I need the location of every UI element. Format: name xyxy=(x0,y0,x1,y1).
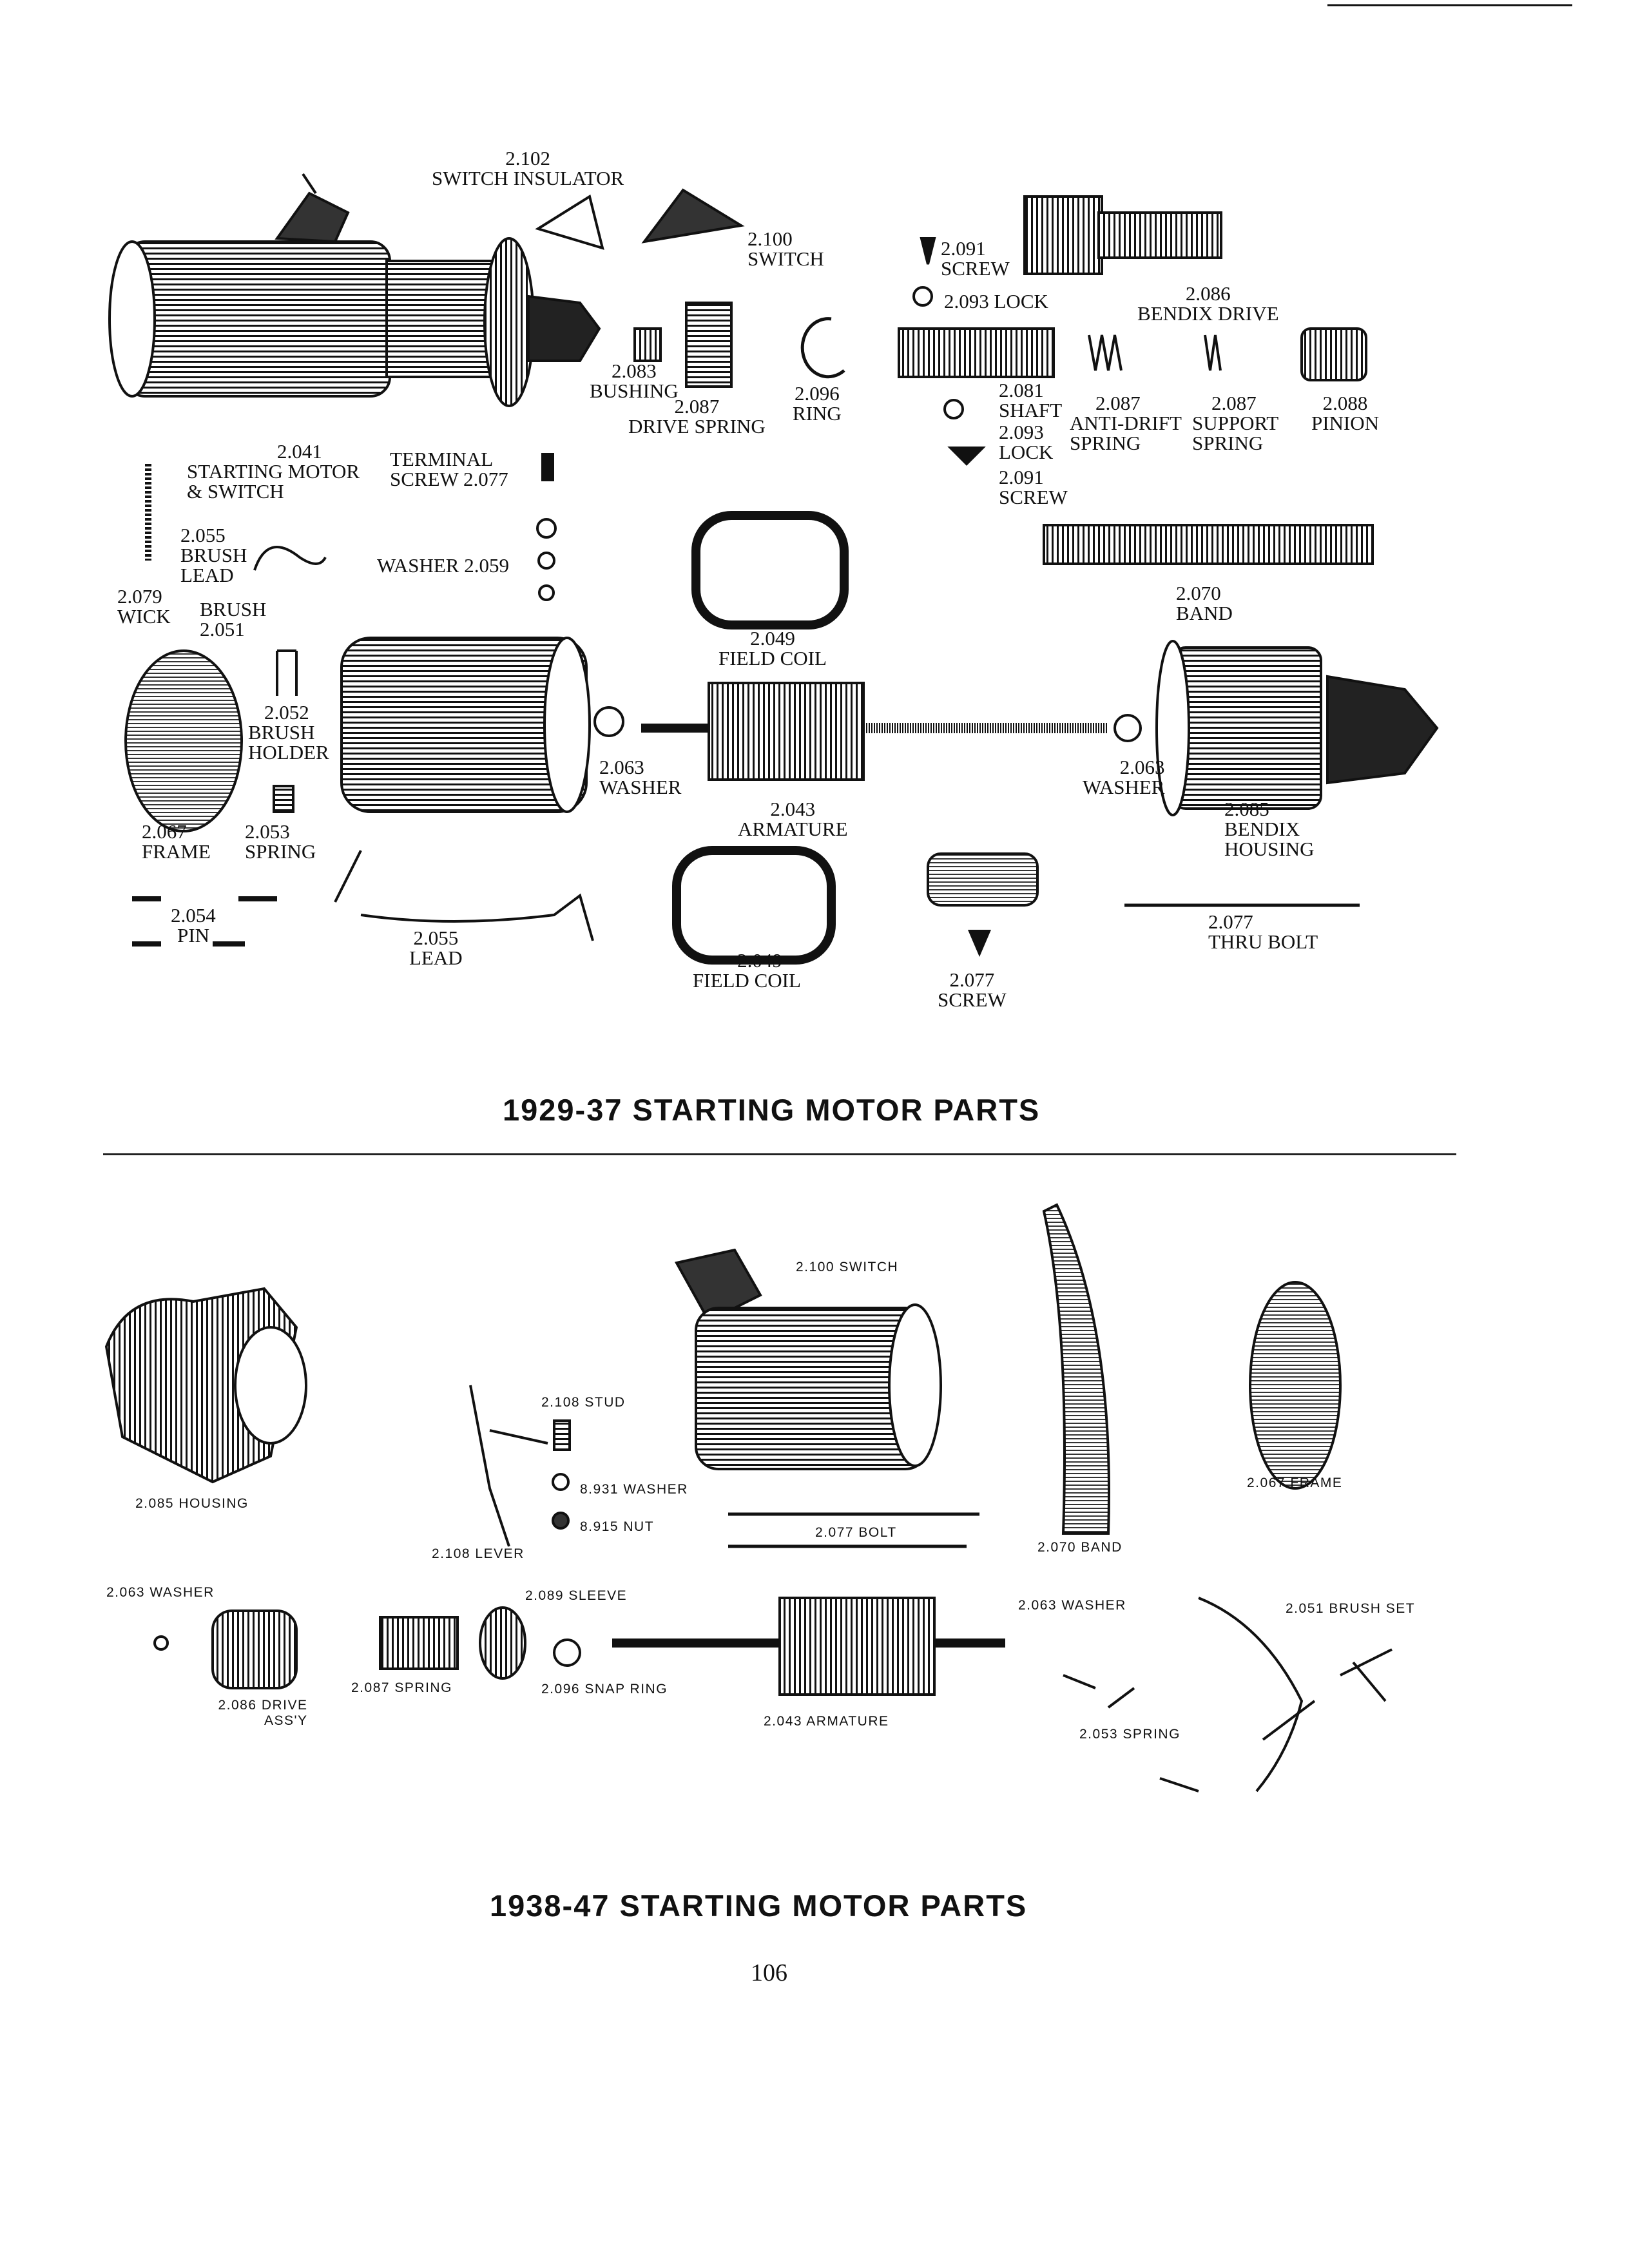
label-brush-holder: 2.052 BRUSH HOLDER xyxy=(248,701,329,764)
label-pinion: 2.088 PINION xyxy=(1311,392,1380,434)
label-terminal-screw: TERMINAL SCREW 2.077 xyxy=(390,448,508,490)
starting-motor-drawing xyxy=(108,173,601,407)
label-washer-2063-left: 2.063 WASHER xyxy=(599,756,682,798)
label-s2-spring-2087: 2.087 SPRING xyxy=(351,1680,452,1695)
section2-caption: 1938-47 STARTING MOTOR PARTS xyxy=(490,1888,1028,1923)
label-support-spring: 2.087 SUPPORT SPRING xyxy=(1192,392,1279,454)
label-lock-2093-bottom: 2.093 LOCK xyxy=(999,421,1054,463)
label-brush: BRUSH 2.051 xyxy=(200,598,267,640)
label-pin: 2.054 PIN xyxy=(171,904,216,947)
label-s2-drive-assy: 2.086 DRIVE ASS'Y xyxy=(218,1698,308,1728)
label-s2-brush-set: 2.051 BRUSH SET xyxy=(1286,1601,1416,1616)
label-anti-drift-spring: 2.087 ANTI-DRIFT SPRING xyxy=(1070,392,1182,454)
label-s2-sleeve: 2.089 SLEEVE xyxy=(525,1588,628,1603)
label-bushing: 2.083 BUSHING xyxy=(590,360,679,402)
label-drive-spring: 2.087 DRIVE SPRING xyxy=(628,395,766,437)
label-s2-armature: 2.043 ARMATURE xyxy=(764,1714,889,1729)
label-s2-washer-left: 2.063 WASHER xyxy=(106,1585,215,1600)
label-s2-band: 2.070 BAND xyxy=(1037,1540,1123,1555)
section1-caption: 1929-37 STARTING MOTOR PARTS xyxy=(503,1093,1041,1127)
label-lead: 2.055 LEAD xyxy=(409,927,463,969)
label-lock-2093-top: 2.093 LOCK xyxy=(944,290,1048,312)
label-s2-washer-8931: 8.931 WASHER xyxy=(580,1482,688,1497)
label-ring: 2.096 RING xyxy=(793,382,842,425)
page-number: 106 xyxy=(751,1959,787,1986)
label-switch: 2.100 SWITCH xyxy=(747,227,824,270)
label-armature: 2.043 ARMATURE xyxy=(738,798,848,840)
label-s2-spring-2053: 2.053 SPRING xyxy=(1079,1727,1181,1742)
label-bendix-housing: 2.085 BENDIX HOUSING xyxy=(1224,798,1315,860)
label-s2-stud: 2.108 STUD xyxy=(541,1395,626,1410)
label-s2-frame: 2.067 FRAME xyxy=(1247,1475,1343,1490)
label-wick: 2.079 WICK xyxy=(117,585,171,628)
section-divider xyxy=(103,1153,1456,1155)
label-field-coil-top: 2.049 FIELD COIL xyxy=(718,627,827,669)
label-s2-lever: 2.108 LEVER xyxy=(432,1546,525,1561)
label-shaft: 2.081 SHAFT xyxy=(999,379,1063,421)
label-screw-2091-top: 2.091 SCREW xyxy=(941,237,1010,280)
label-s2-housing: 2.085 HOUSING xyxy=(135,1496,249,1511)
label-s2-bolt: 2.077 BOLT xyxy=(815,1525,897,1540)
label-spring-2053: 2.053 SPRING xyxy=(245,820,316,863)
label-brush-lead: 2.055 BRUSH LEAD xyxy=(180,524,247,586)
label-washer-2059: WASHER 2.059 xyxy=(377,554,509,577)
label-starting-motor: 2.041 STARTING MOTOR & SWITCH xyxy=(187,440,360,503)
label-s2-switch: 2.100 SWITCH xyxy=(796,1260,899,1274)
label-bendix-drive: 2.086 BENDIX DRIVE xyxy=(1137,282,1279,325)
label-switch-insulator: 2.102 SWITCH INSULATOR xyxy=(432,147,624,189)
label-frame: 2.067 FRAME xyxy=(142,820,211,863)
label-s2-washer-right: 2.063 WASHER xyxy=(1018,1598,1126,1613)
label-screw-2091-bottom: 2.091 SCREW xyxy=(999,466,1068,508)
label-washer-2063-right: 2.063 WASHER xyxy=(1083,756,1165,798)
label-screw-2077: 2.077 SCREW xyxy=(938,968,1007,1011)
label-s2-nut-8915: 8.915 NUT xyxy=(580,1519,655,1534)
label-s2-snap-ring: 2.096 SNAP RING xyxy=(541,1682,668,1696)
label-thru-bolt: 2.077 THRU BOLT xyxy=(1208,910,1318,953)
label-band: 2.070 BAND xyxy=(1176,582,1233,624)
label-field-coil-bottom: 2.049 FIELD COIL xyxy=(693,949,801,992)
